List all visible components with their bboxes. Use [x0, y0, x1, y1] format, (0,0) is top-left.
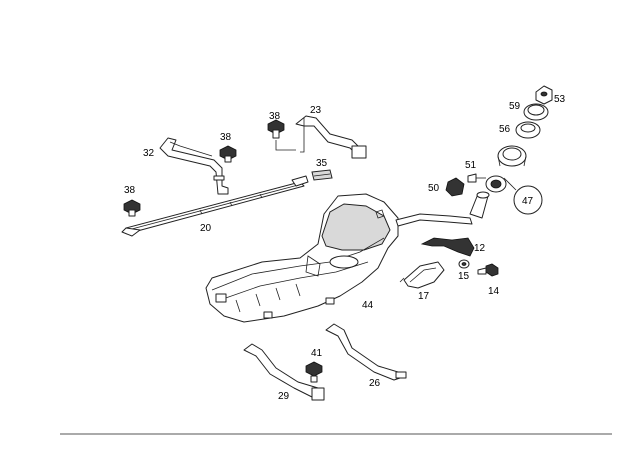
part-56-seal — [515, 121, 541, 139]
label-26: 26 — [369, 378, 381, 389]
part-29-strap — [243, 343, 325, 401]
part-filler-neck-assembly — [485, 145, 527, 193]
part-12-shield — [420, 237, 475, 257]
label-23: 23 — [310, 105, 322, 116]
label-41: 41 — [311, 348, 323, 359]
part-53-cap — [535, 85, 553, 105]
label-38-middle: 38 — [220, 132, 232, 143]
label-51: 51 — [465, 160, 477, 171]
part-47-callout — [503, 177, 543, 215]
part-50-clip — [445, 177, 465, 197]
label-15: 15 — [458, 271, 470, 282]
label-12: 12 — [474, 243, 486, 254]
label-47: 47 — [522, 196, 534, 207]
bolt-38-middle — [219, 145, 237, 163]
label-56: 56 — [499, 124, 511, 135]
label-14: 14 — [488, 286, 500, 297]
part-59-ring — [523, 103, 549, 121]
part-51-screw — [467, 173, 486, 183]
part-26-strap — [325, 323, 407, 381]
label-53: 53 — [554, 94, 566, 105]
part-32-bracket — [159, 137, 229, 195]
bolt-38-top — [267, 119, 285, 139]
part-23-bracket — [275, 115, 367, 159]
label-38-top: 38 — [269, 111, 281, 122]
part-20-strap — [121, 175, 309, 237]
part-14-bolt — [477, 263, 499, 277]
part-44-fuel-tank — [205, 193, 399, 323]
label-35: 35 — [316, 158, 328, 169]
label-17: 17 — [418, 291, 430, 302]
label-32: 32 — [143, 148, 155, 159]
label-50: 50 — [428, 183, 440, 194]
bolt-38-left — [123, 199, 141, 217]
label-59: 59 — [509, 101, 521, 112]
label-44: 44 — [362, 300, 374, 311]
label-29: 29 — [278, 391, 290, 402]
label-20: 20 — [200, 223, 212, 234]
part-15-washer — [458, 259, 470, 269]
label-38-left: 38 — [124, 185, 136, 196]
part-41-nut — [305, 361, 323, 383]
part-35-pad — [311, 169, 333, 181]
filler-pipe — [395, 191, 490, 227]
part-17-clamp — [399, 261, 445, 289]
